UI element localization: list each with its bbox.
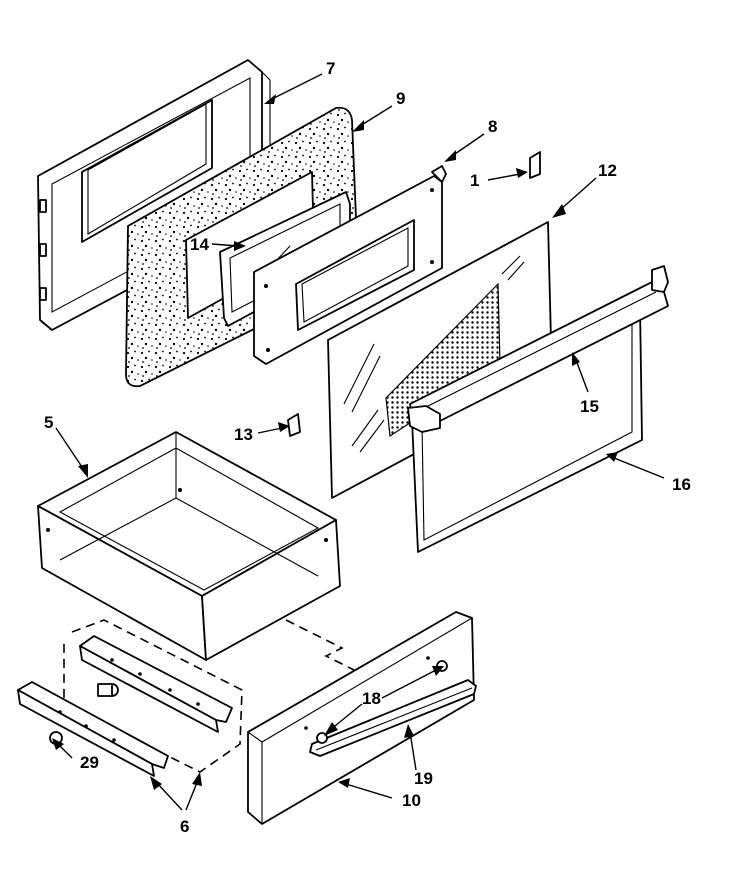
callout-8: 8	[488, 117, 497, 136]
drawer-handle	[309, 679, 477, 757]
callout-12: 12	[598, 161, 617, 180]
inner-door-liner	[253, 165, 447, 365]
drawer-slide-rail-lower	[17, 681, 169, 777]
clip-part-1	[529, 151, 541, 179]
callout-18: 18	[362, 689, 381, 708]
callout-14: 14	[190, 235, 209, 254]
door-trim-bar	[407, 265, 669, 433]
outer-door-panel	[37, 59, 271, 331]
callout-13: 13	[234, 425, 253, 444]
callout-15: 15	[580, 397, 599, 416]
callout-1: 1	[470, 171, 479, 190]
callout-6: 6	[180, 817, 189, 836]
callout-29: 29	[80, 753, 99, 772]
drawer-front-panel	[247, 611, 475, 825]
drawer-slide-rail-upper	[79, 635, 233, 733]
callout-10: 10	[402, 791, 421, 810]
leader-lines	[52, 73, 665, 811]
bracket-part-13	[287, 413, 301, 437]
callout-19: 19	[414, 769, 433, 788]
callout-5: 5	[44, 413, 53, 432]
drawer	[37, 431, 341, 661]
callout-9: 9	[396, 89, 405, 108]
callout-16: 16	[672, 475, 691, 494]
callout-7: 7	[326, 59, 335, 78]
